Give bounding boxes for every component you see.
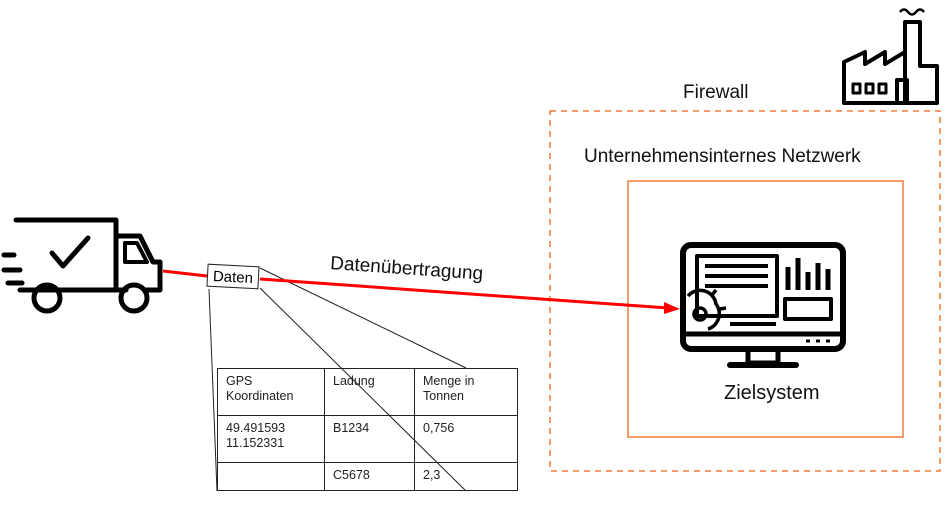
delivery-truck-check-icon [1,217,163,314]
header-cell-amount: Menge in Tonnen [414,368,518,416]
data-packet-box: Daten [206,263,260,290]
table-cell: 49.491593 11.152331 [217,414,325,463]
firewall-label: Firewall [683,82,749,103]
network-label: Unternehmensinternes Netzwerk [584,146,861,167]
table-row: 49.491593 11.152331 B1234 0,756 [217,414,518,463]
transfer-arrow [162,269,680,314]
table-row: C5678 2,3 [217,461,518,492]
header-cell-cargo: Ladung [324,368,415,416]
table-cell: 2,3 [414,461,518,492]
firewall-boundary [549,110,941,472]
table-cell: C5678 [324,461,415,492]
target-system-label: Zielsystem [724,382,820,404]
factory-icon [842,8,939,105]
table-cell: 0,756 [414,414,518,463]
data-table: GPS Koordinaten Ladung Menge in Tonnen 4… [217,368,518,492]
header-cell-gps: GPS Koordinaten [217,368,325,416]
table-cell: B1234 [324,414,415,463]
table-cell [217,461,325,492]
monitor-dashboard-icon [680,242,846,368]
table-header-row: GPS Koordinaten Ladung Menge in Tonnen [217,368,518,416]
network-boundary [627,180,904,438]
